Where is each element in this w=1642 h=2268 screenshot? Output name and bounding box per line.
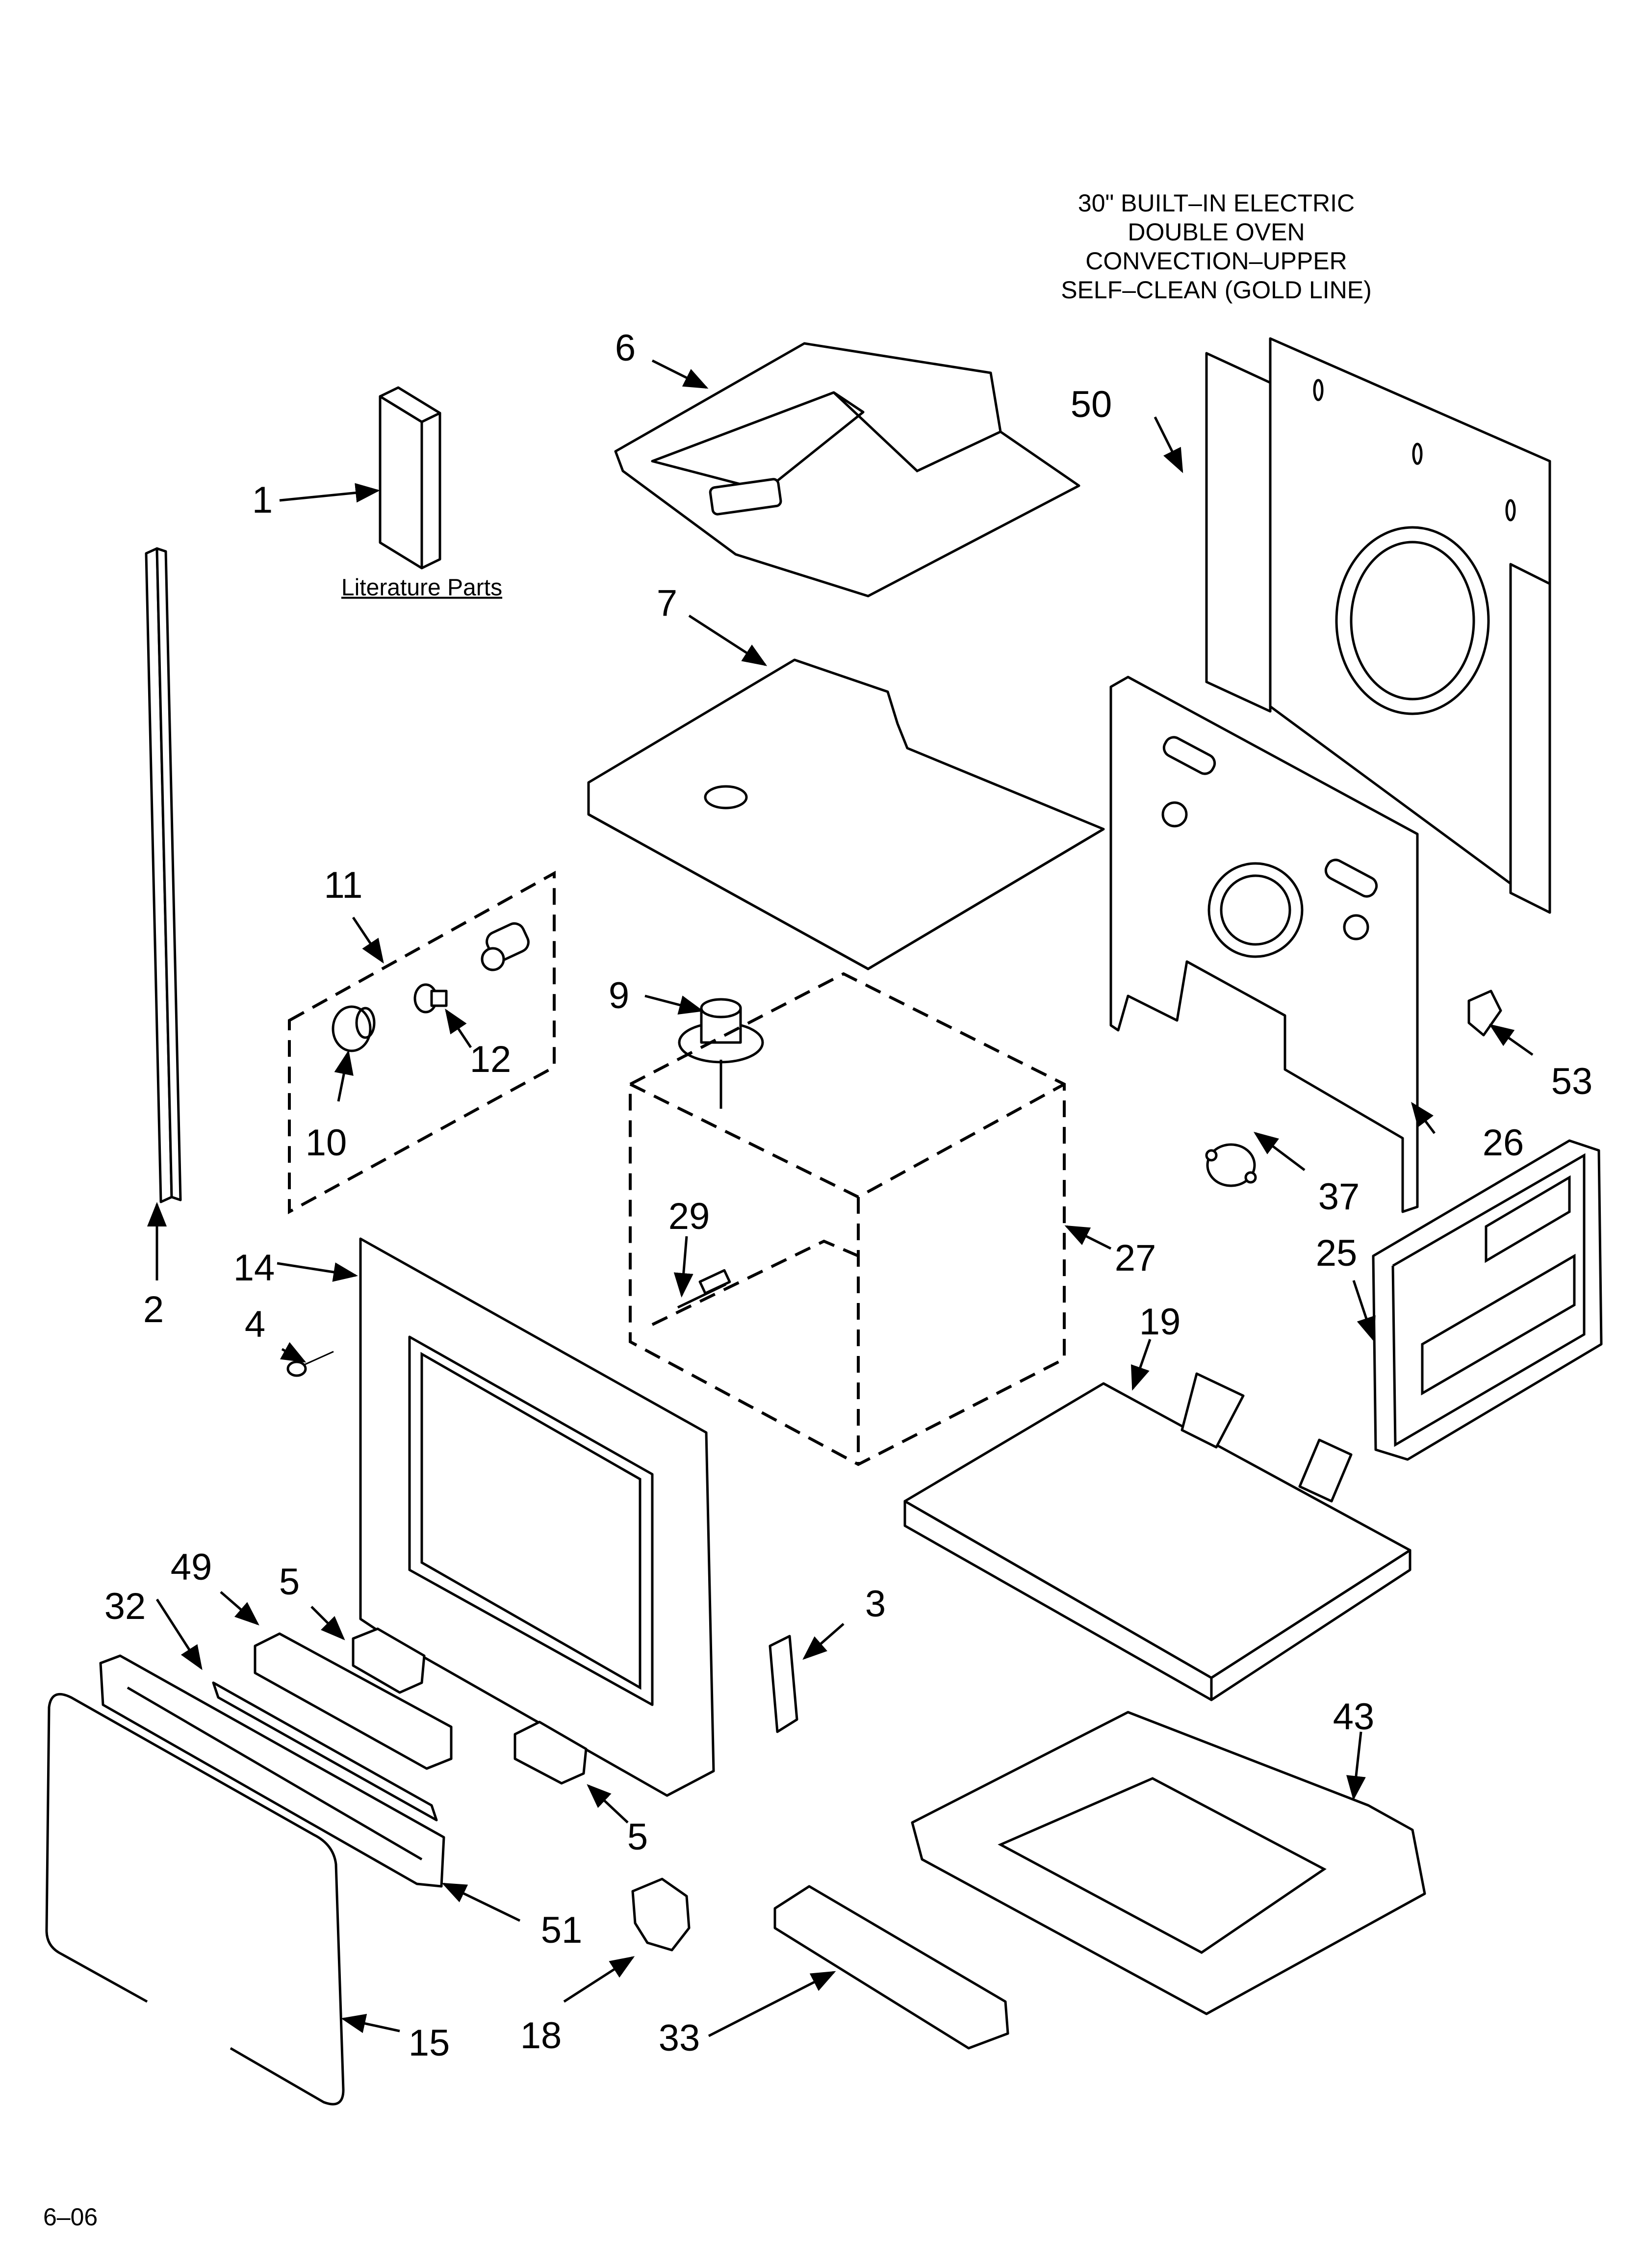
part-6-top-panel [614, 342, 1080, 598]
part-label-19: 19 [1139, 1301, 1181, 1343]
title-line-3: CONVECTION–UPPER [1085, 247, 1347, 275]
part-26-convection-shroud [1109, 676, 1419, 1213]
part-label-25: 25 [1315, 1232, 1358, 1274]
part-12-bulb [413, 983, 448, 1014]
part-label-12: 12 [469, 1039, 512, 1080]
part-5-spacer-a [352, 1627, 426, 1694]
leader-arrows [147, 359, 1534, 2037]
part-label-7: 7 [656, 582, 678, 624]
lamp-socket [481, 922, 530, 971]
part-32-vent-baffle [212, 1681, 438, 1822]
title-line-4: SELF–CLEAN (GOLD LINE) [1061, 276, 1372, 304]
part-50-rear-panel [1205, 337, 1551, 914]
part-label-43: 43 [1333, 1696, 1375, 1738]
part-15-gasket [45, 1693, 345, 2106]
part-label-33: 33 [658, 2017, 700, 2059]
part-label-4: 4 [244, 1303, 266, 1345]
part-9-fan-motor [678, 998, 764, 1109]
part-label-2: 2 [143, 1289, 164, 1330]
part-25-side-panel [1372, 1139, 1603, 1461]
part-11-lamp-group [288, 870, 556, 1215]
part-label-26: 26 [1482, 1122, 1524, 1164]
part-29-sensor [677, 1269, 731, 1309]
part-49-vent-duct [254, 1632, 453, 1770]
part-label-15: 15 [408, 2022, 450, 2064]
part-label-14: 14 [233, 1247, 275, 1289]
part-label-32: 32 [104, 1586, 146, 1627]
part-label-11: 11 [324, 864, 363, 906]
part-label-1: 1 [252, 479, 273, 521]
part-5-spacer-b [513, 1721, 588, 1785]
part-27-oven-cavity [629, 972, 1066, 1466]
part-37-thermostat [1205, 1143, 1257, 1187]
part-33-trim-rail [773, 1885, 1009, 2050]
part-label-50: 50 [1070, 384, 1112, 425]
part-1-literature [379, 386, 441, 570]
part-label-18: 18 [520, 2015, 562, 2057]
part-53-bracket [1467, 990, 1502, 1037]
title-line-2: DOUBLE OVEN [1128, 218, 1305, 246]
part-label-3: 3 [865, 1583, 886, 1625]
part-label-6: 6 [615, 327, 636, 369]
part-18-bracket [631, 1877, 691, 1952]
part-label-5b: 5 [627, 1816, 648, 1858]
part-7-oven-top [587, 658, 1105, 970]
part-51-vent-trim [99, 1654, 445, 1888]
part-label-29: 29 [668, 1196, 710, 1237]
part-3-bracket [769, 1635, 798, 1733]
part-label-49: 49 [170, 1546, 212, 1588]
part-19-bottom-shield [903, 1372, 1411, 1701]
part-43-bottom-tray [911, 1711, 1426, 2015]
part-label-5a: 5 [279, 1561, 300, 1603]
part-10-lamp-lens [332, 1005, 376, 1052]
part-14-front-frame [359, 1237, 715, 1797]
footer-code: 6–06 [43, 2203, 98, 2231]
part-label-51: 51 [540, 1909, 583, 1951]
part-label-10: 10 [305, 1122, 347, 1164]
literature-parts-caption: Literature Parts [341, 574, 503, 601]
part-2-trim-strip [145, 547, 182, 1203]
title-line-1: 30" BUILT–IN ELECTRIC [1078, 189, 1355, 217]
part-label-53: 53 [1551, 1061, 1593, 1102]
part-label-9: 9 [608, 975, 630, 1017]
part-label-37: 37 [1318, 1176, 1360, 1218]
diagram-title: 30" BUILT–IN ELECTRIC DOUBLE OVEN CONVEC… [986, 189, 1447, 305]
part-label-27: 27 [1114, 1237, 1156, 1279]
